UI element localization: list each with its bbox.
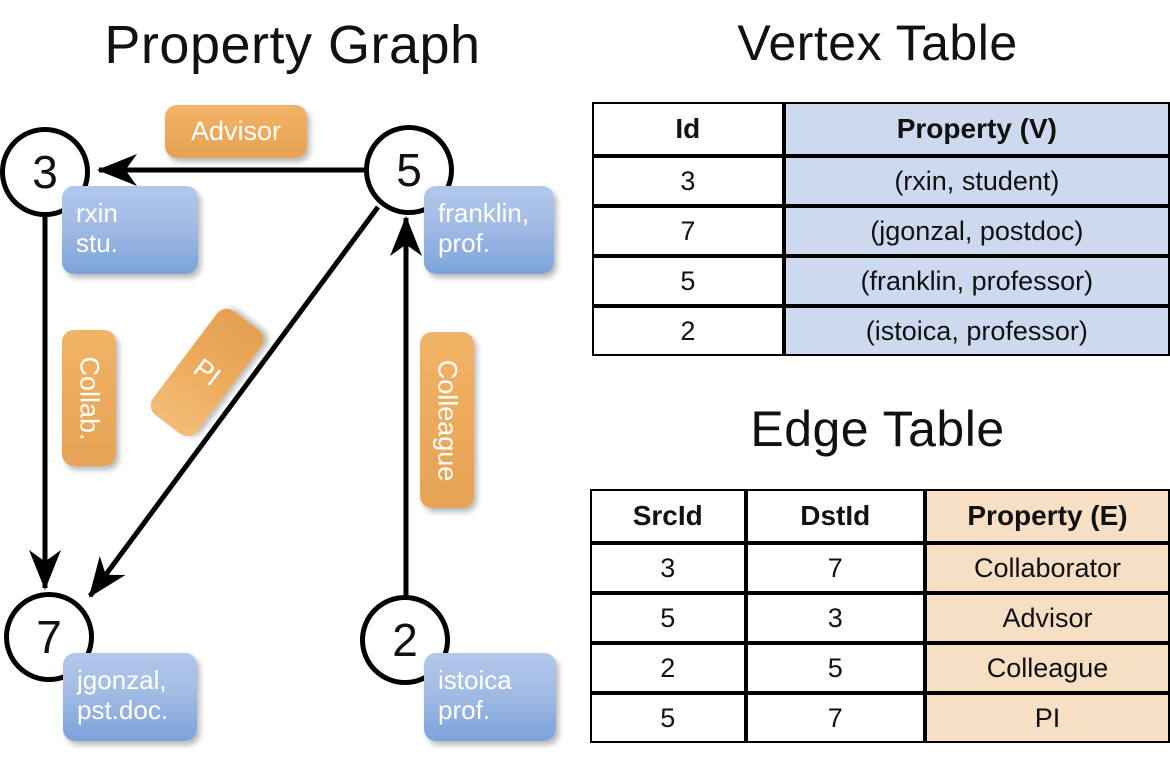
- edge-cell-srcid: 5: [590, 593, 746, 643]
- vertex-property-chip-franklin: franklin, prof.: [424, 186, 554, 274]
- vertex-table: Id Property (V) 3 (rxin, student) 7 (jgo…: [592, 102, 1170, 356]
- vertex-property-line-2: pst.doc.: [77, 695, 169, 725]
- table-row: 5 7 PI: [590, 693, 1170, 743]
- page-title-vertex-table: Vertex Table: [737, 15, 1018, 71]
- edge-cell-property: Advisor: [925, 593, 1170, 643]
- edge-cell-dstid: 7: [745, 543, 925, 593]
- edge-cell-property: PI: [925, 693, 1170, 743]
- edge-cell-srcid: 5: [590, 693, 746, 743]
- edge-cell-dstid: 3: [745, 593, 925, 643]
- vertex-cell-id: 5: [592, 256, 784, 306]
- edge-cell-srcid: 2: [590, 643, 746, 693]
- vertex-cell-property: (jgonzal, postdoc): [783, 206, 1170, 256]
- edge-table-header-property: Property (E): [925, 489, 1170, 543]
- vertex-property-line-1: franklin,: [438, 198, 530, 228]
- vertex-property-chip-jgonzal: jgonzal, pst.doc.: [63, 653, 197, 741]
- page-title-property-graph: Property Graph: [104, 15, 481, 75]
- vertex-property-chip-rxin: rxin stu.: [62, 186, 198, 274]
- vertex-cell-property: (franklin, professor): [783, 256, 1170, 306]
- table-row: 5 (franklin, professor): [592, 256, 1170, 306]
- edge-label-chip-colleague: Colleague: [420, 332, 474, 508]
- table-row: 2 (istoica, professor): [592, 306, 1170, 356]
- graph-edges-layer: [29, 154, 422, 598]
- edge-label-text-colleague: Colleague: [432, 359, 463, 481]
- vertex-node-2[interactable]: 2: [360, 595, 450, 685]
- property-graph-diagram: 3 5 7 2 rxin stu. franklin, prof. jgonza…: [0, 105, 556, 741]
- edge-cell-dstid: 5: [745, 643, 925, 693]
- edge-cell-property: Collaborator: [925, 543, 1170, 593]
- vertex-cell-property: (rxin, student): [783, 156, 1170, 206]
- table-row: 7 (jgonzal, postdoc): [592, 206, 1170, 256]
- vertex-table-header-row: Id Property (V): [592, 102, 1170, 156]
- edge-label-chip-advisor: Advisor: [165, 105, 307, 158]
- edge-table-header-row: SrcId DstId Property (E): [590, 489, 1170, 543]
- vertex-table-header-id: Id: [592, 102, 784, 156]
- edge-label-text-collab: Collab.: [74, 355, 105, 441]
- edge-cell-dstid: 7: [745, 693, 925, 743]
- table-row: 3 (rxin, student): [592, 156, 1170, 206]
- edge-table: SrcId DstId Property (E) 3 7 Collaborato…: [590, 489, 1170, 743]
- edge-arrow-pi: [87, 205, 381, 598]
- vertex-property-chip-istoica: istoica prof.: [424, 653, 556, 741]
- edge-label-text-pi: PI: [188, 352, 227, 392]
- vertex-cell-property: (istoica, professor): [783, 306, 1170, 356]
- table-row: 5 3 Advisor: [590, 593, 1170, 643]
- vertex-property-line-2: stu.: [76, 228, 118, 258]
- edge-label-text-advisor: Advisor: [190, 116, 282, 146]
- vertex-property-line-2: prof.: [438, 695, 491, 725]
- vertex-cell-id: 3: [592, 156, 784, 206]
- page-title-edge-table: Edge Table: [750, 401, 1005, 457]
- vertex-table-header-property: Property (V): [783, 102, 1170, 156]
- vertex-property-line-1: istoica: [438, 665, 512, 695]
- edge-cell-property: Colleague: [925, 643, 1170, 693]
- vertex-cell-id: 7: [592, 206, 784, 256]
- vertex-property-line-1: jgonzal,: [77, 665, 167, 695]
- vertex-node-5[interactable]: 5: [364, 125, 454, 215]
- vertex-cell-id: 2: [592, 306, 784, 356]
- edge-cell-srcid: 3: [590, 543, 746, 593]
- edge-table-header-srcid: SrcId: [590, 489, 746, 543]
- edge-table-header-dstid: DstId: [745, 489, 925, 543]
- table-row: 2 5 Colleague: [590, 643, 1170, 693]
- vertex-property-line-2: prof.: [438, 228, 491, 258]
- vertex-property-line-1: rxin: [76, 198, 118, 228]
- table-row: 3 7 Collaborator: [590, 543, 1170, 593]
- edge-label-chip-collab: Collab.: [62, 330, 116, 466]
